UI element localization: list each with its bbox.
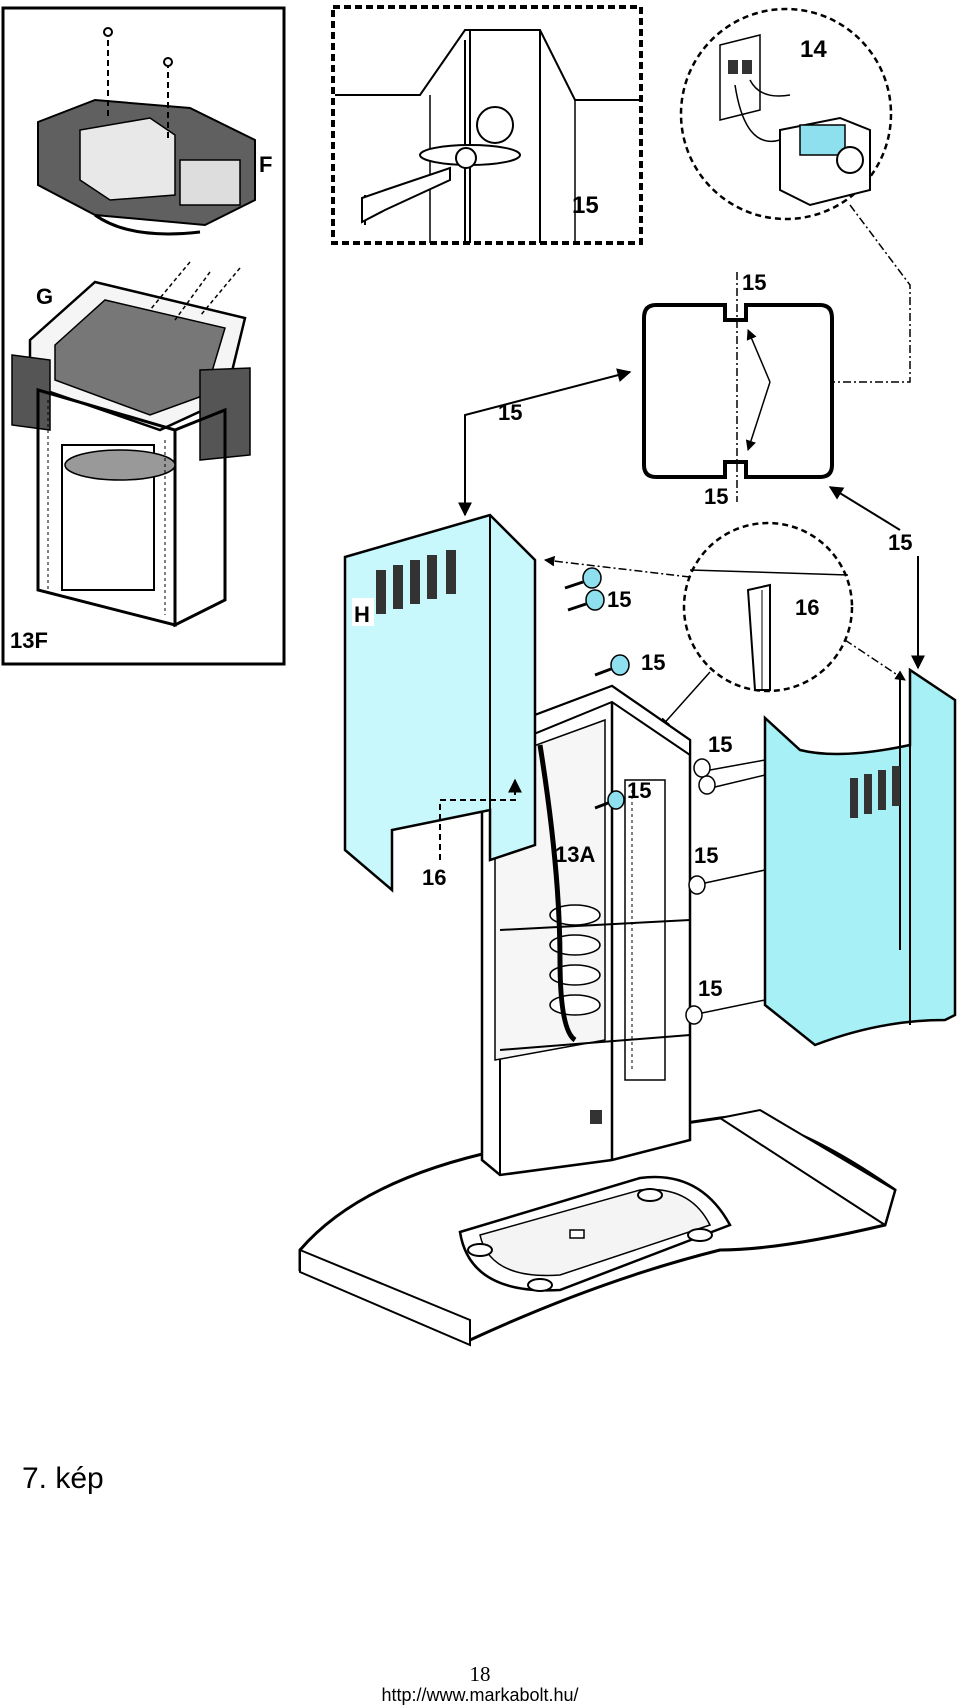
detail-14-label: 14 xyxy=(800,36,827,63)
part-g-drawing xyxy=(11,261,251,628)
detail-14-circle: 14 xyxy=(679,7,911,383)
screw-label-15-a: 15 xyxy=(607,587,631,612)
arrow-label-15-a: 15 xyxy=(498,400,522,425)
part-f-drawing xyxy=(37,27,256,236)
section-label-top: 15 xyxy=(742,270,766,295)
panel-h-label: H xyxy=(354,602,370,627)
canopy-base xyxy=(298,1108,897,1347)
detail-15-box: 15 xyxy=(331,5,643,245)
screw-label-15-c: 15 xyxy=(627,778,651,803)
inset-label-g: G xyxy=(36,284,53,309)
page-number: 18 xyxy=(469,1662,491,1686)
inset-label-f: F xyxy=(259,152,272,177)
detail-16-circle: 16 xyxy=(543,521,906,729)
footer-url[interactable]: http://www.markabolt.hu/ xyxy=(381,1685,579,1705)
label-13a: 13A xyxy=(555,842,595,867)
inset-13f: F G 13F xyxy=(1,6,286,666)
panel-right xyxy=(763,667,957,1047)
assembly-diagram: F G 13F 15 14 15 15 xyxy=(1,5,957,1347)
screw-label-15-e: 15 xyxy=(694,843,718,868)
detail-15-label: 15 xyxy=(572,192,599,219)
section-label-bottom: 15 xyxy=(704,484,728,509)
main-assembly: H xyxy=(298,368,957,1347)
inset-label-13f: 13F xyxy=(10,628,48,653)
detail-16-label: 16 xyxy=(795,595,819,620)
arrow-label-15-b: 15 xyxy=(888,530,912,555)
label-16: 16 xyxy=(422,865,446,890)
screw-label-15-b: 15 xyxy=(641,650,665,675)
section-box: 15 15 xyxy=(642,270,834,509)
screw-label-15-d: 15 xyxy=(708,732,732,757)
screws xyxy=(564,567,766,1025)
figure-caption: 7. kép xyxy=(22,1462,104,1495)
panel-h: H xyxy=(343,513,537,893)
screw-label-15-f: 15 xyxy=(698,976,722,1001)
